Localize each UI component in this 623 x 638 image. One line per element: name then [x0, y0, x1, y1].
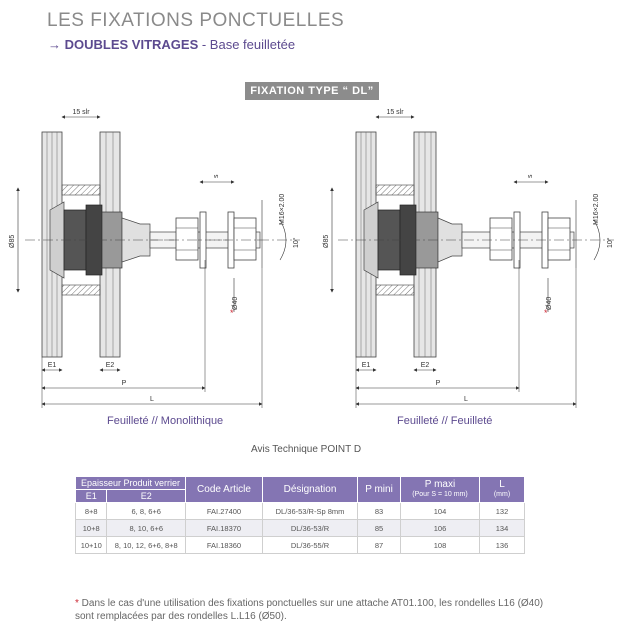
cell-e1: 10+10	[74, 536, 108, 554]
dim-s-right: s	[527, 174, 534, 178]
cell-designation: DL/36-53/R-Sp 8mm	[262, 502, 358, 520]
cell-code: FAI.27400	[185, 502, 263, 520]
dim-10deg-right: 10°	[606, 237, 614, 248]
cell-pmini: 85	[357, 519, 401, 537]
cell-pmaxi: 108	[400, 536, 480, 554]
cell-l: 132	[479, 502, 525, 520]
cell-designation: DL/36-55/R	[262, 536, 358, 554]
table-row: 8+8 6, 8, 6+6 FAI.27400 DL/36-53/R-Sp 8m…	[74, 502, 525, 520]
header-e1: E1	[74, 489, 108, 503]
subtitle-rest: - Base feuilletée	[198, 37, 296, 52]
cell-e2: 6, 8, 6+6	[106, 502, 186, 520]
footnote: * Dans le cas d'une utilisation des fixa…	[75, 597, 555, 623]
header-l-label: L	[499, 478, 505, 490]
caption-right: Feuilleté // Feuilleté	[397, 415, 493, 427]
technical-drawings: 15 slr Ø85 s M16×2.00 10° Ø40 * E1 E2 P …	[9, 109, 614, 408]
dim-10deg-left: 10°	[292, 237, 300, 248]
dim-e1-right: E1	[362, 362, 371, 369]
header-pmaxi-label: P maxi	[424, 478, 456, 490]
subtitle-bold: DOUBLES VITRAGES	[64, 37, 199, 52]
cell-pmini: 87	[357, 536, 401, 554]
header-pmaxi: P maxi (Pour S = 10 mm)	[400, 476, 480, 503]
header-l-unit: (mm)	[493, 490, 511, 498]
dim-e2-left: E2	[106, 362, 115, 369]
dim-star-left: *	[230, 308, 234, 318]
page-title: LES FIXATIONS PONCTUELLES	[47, 10, 345, 31]
cell-e1: 10+8	[74, 519, 108, 537]
dim-phi85-right: Ø85	[323, 235, 330, 248]
header-designation: Désignation	[262, 476, 358, 503]
dim-e2-right: E2	[421, 362, 430, 369]
dim-phi85-left: Ø85	[9, 235, 16, 248]
header-e2: E2	[106, 489, 186, 503]
cell-e2: 8, 10, 6+6	[106, 519, 186, 537]
dim-p-left: P	[122, 380, 127, 387]
dim-m16-left: M16×2.00	[279, 194, 286, 225]
avis-technique: Avis Technique POINT D	[251, 444, 362, 455]
dim-phi40-right: Ø40	[546, 297, 553, 310]
header-code: Code Article	[185, 476, 263, 503]
header-pmini: P mini	[357, 476, 401, 503]
dim-phi40-left: Ø40	[232, 297, 239, 310]
dim-star-right: *	[544, 308, 548, 318]
header-pmaxi-sub: (Pour S = 10 mm)	[412, 490, 468, 498]
page-subtitle: → DOUBLES VITRAGES - Base feuilletée	[48, 37, 295, 52]
subtitle-arrow: →	[48, 37, 61, 52]
header-l: L (mm)	[479, 476, 525, 503]
dim-top-left: 15 slr	[72, 109, 90, 116]
fixation-type-badge: FIXATION TYPE “ DL”	[245, 82, 379, 100]
dim-s-left: s	[213, 174, 220, 178]
footnote-text: Dans le cas d'une utilisation des fixati…	[75, 598, 544, 622]
cell-designation: DL/36-53/R	[262, 519, 358, 537]
footnote-star: *	[75, 598, 79, 609]
cell-code: FAI.18360	[185, 536, 263, 554]
table-row: 10+10 8, 10, 12, 6+6, 8+8 FAI.18360 DL/3…	[74, 536, 525, 554]
cell-e2: 8, 10, 12, 6+6, 8+8	[106, 536, 186, 554]
cell-code: FAI.18370	[185, 519, 263, 537]
drawing-right: 15 slr Ø85 s M16×2.00 10° Ø40 * E1 E2 P …	[323, 109, 614, 408]
header-epaisseur: Epaisseur Produit verrier	[75, 476, 186, 490]
cell-l: 136	[479, 536, 525, 554]
cell-e1: 8+8	[74, 502, 108, 520]
caption-left: Feuilleté // Monolithique	[107, 415, 224, 427]
table-row: 10+8 8, 10, 6+6 FAI.18370 DL/36-53/R 85 …	[74, 519, 525, 537]
dim-top-right: 15 slr	[386, 109, 404, 116]
cell-pmaxi: 106	[400, 519, 480, 537]
cell-pmini: 83	[357, 502, 401, 520]
dim-l-left: L	[150, 396, 154, 403]
spec-table: Epaisseur Produit verrier Code Article D…	[74, 476, 525, 554]
drawing-left: 15 slr Ø85 s M16×2.00 10° Ø40 * E1 E2 P …	[9, 109, 300, 408]
cell-pmaxi: 104	[400, 502, 480, 520]
dim-e1-left: E1	[48, 362, 57, 369]
dim-l-right: L	[464, 396, 468, 403]
dim-p-right: P	[436, 380, 441, 387]
cell-l: 134	[479, 519, 525, 537]
dim-m16-right: M16×2.00	[593, 194, 600, 225]
